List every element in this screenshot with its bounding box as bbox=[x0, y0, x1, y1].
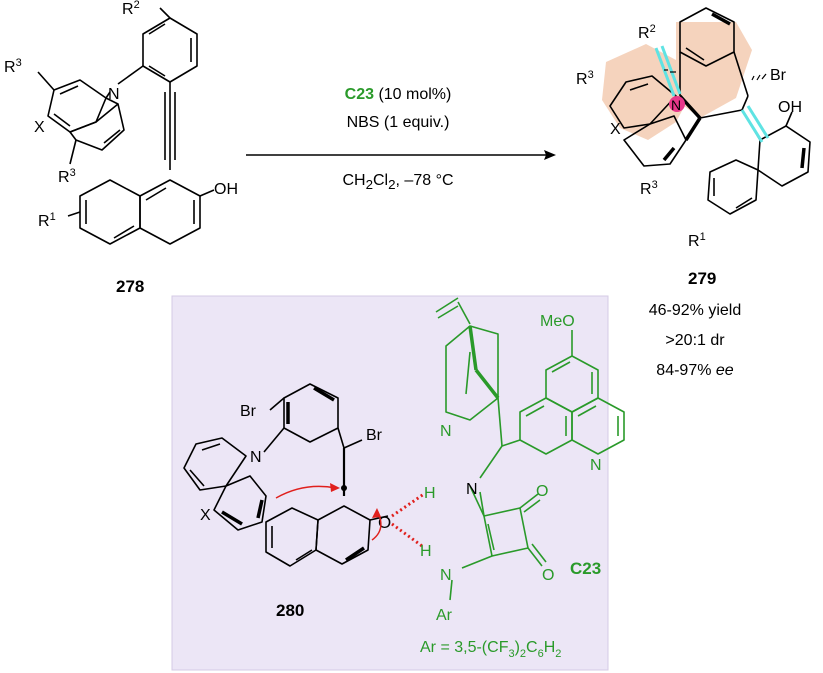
c-n2: N bbox=[440, 567, 452, 584]
p-br: Br bbox=[770, 67, 787, 84]
result-dr: >20:1 dr bbox=[665, 332, 725, 349]
product-highlight bbox=[602, 44, 690, 140]
s-r2: R2 bbox=[122, 0, 140, 18]
i-x: X bbox=[200, 507, 211, 524]
arrow-head-2 bbox=[372, 508, 381, 518]
conditions-catalyst-name: C23 bbox=[344, 86, 374, 103]
c-n1: N bbox=[466, 481, 478, 498]
p-r3a: R3 bbox=[576, 69, 594, 88]
s-x: X bbox=[34, 119, 45, 136]
conditions-reagent: NBS (1 equiv.) bbox=[346, 114, 450, 131]
label-280: 280 bbox=[276, 601, 304, 620]
p-n: N bbox=[671, 97, 681, 113]
c-h2: H bbox=[420, 543, 432, 560]
c-h1: H bbox=[424, 485, 436, 502]
label-279: 279 bbox=[688, 269, 716, 288]
solvent-temp: , –78 °C bbox=[395, 172, 454, 189]
p-x: X bbox=[610, 121, 621, 138]
p-r1: R1 bbox=[688, 231, 706, 250]
i-br1: Br bbox=[240, 403, 257, 420]
s-n: N bbox=[108, 86, 120, 103]
c-o2: O bbox=[542, 567, 554, 584]
label-c23: C23 bbox=[570, 559, 601, 578]
result-yield: 46-92% yield bbox=[648, 302, 742, 319]
solvent-ch: CH bbox=[342, 172, 366, 189]
compound-280 bbox=[183, 383, 389, 567]
hydrogen-bonds bbox=[391, 492, 425, 548]
ar-definition: Ar = 3,5-(CF3)2C6H2 bbox=[420, 639, 561, 660]
solvent-sub2: 2 bbox=[388, 177, 396, 193]
c-n-quinoline: N bbox=[590, 457, 602, 474]
product-n-highlight bbox=[669, 96, 685, 112]
s-r1: R1 bbox=[38, 211, 56, 230]
c-n-bicyclic: N bbox=[440, 423, 452, 440]
mechanism-panel bbox=[171, 295, 609, 671]
result-ee-value: 84-97% bbox=[656, 362, 716, 379]
label-278: 278 bbox=[116, 277, 144, 296]
allene-dot bbox=[341, 485, 347, 491]
reaction-arrow bbox=[246, 150, 556, 160]
c-o1: O bbox=[536, 483, 548, 500]
conditions-solvent: CH2Cl2, –78 °C bbox=[246, 172, 550, 192]
solvent-sub1: 2 bbox=[365, 177, 373, 193]
s-r3a: R3 bbox=[4, 57, 22, 76]
i-br2: Br bbox=[366, 427, 383, 444]
i-n: N bbox=[250, 449, 262, 466]
p-oh: OH bbox=[778, 99, 802, 116]
result-ee-unit: ee bbox=[715, 362, 734, 379]
catalyst-c23 bbox=[435, 297, 625, 601]
arrow-head-1 bbox=[330, 483, 340, 492]
conditions-catalyst: C23 (10 mol%) bbox=[246, 86, 550, 104]
p-r2: R2 bbox=[638, 23, 656, 42]
s-r3b: R3 bbox=[58, 167, 76, 186]
c-meo: MeO bbox=[540, 313, 575, 330]
solvent-cl: Cl bbox=[373, 172, 389, 189]
p-r3b: R3 bbox=[640, 179, 658, 198]
s-oh: OH bbox=[214, 181, 238, 198]
compound-279 bbox=[602, 7, 811, 215]
compound-278 bbox=[37, 7, 215, 245]
result-ee: 84-97% ee bbox=[610, 362, 780, 380]
c-ar: Ar bbox=[436, 607, 453, 624]
conditions-catalyst-loading: (10 mol%) bbox=[378, 86, 452, 103]
